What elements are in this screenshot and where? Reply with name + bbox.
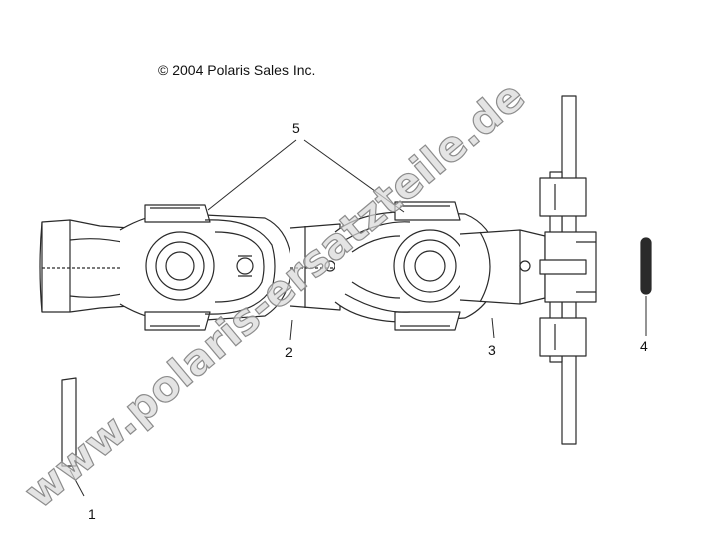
callout-5: 5 (292, 120, 300, 136)
left-u-joint (119, 204, 293, 331)
flange-plate (539, 95, 597, 445)
copyright-notice: © 2004 Polaris Sales Inc. (158, 62, 316, 78)
leader-lines (69, 139, 647, 497)
part-1-plate (61, 377, 77, 467)
callout-3: 3 (488, 342, 496, 358)
callout-2: 2 (285, 344, 293, 360)
callout-4: 4 (640, 338, 648, 354)
part-4-pin (640, 237, 652, 295)
callout-1: 1 (88, 506, 96, 522)
right-yoke-tube (459, 229, 546, 305)
